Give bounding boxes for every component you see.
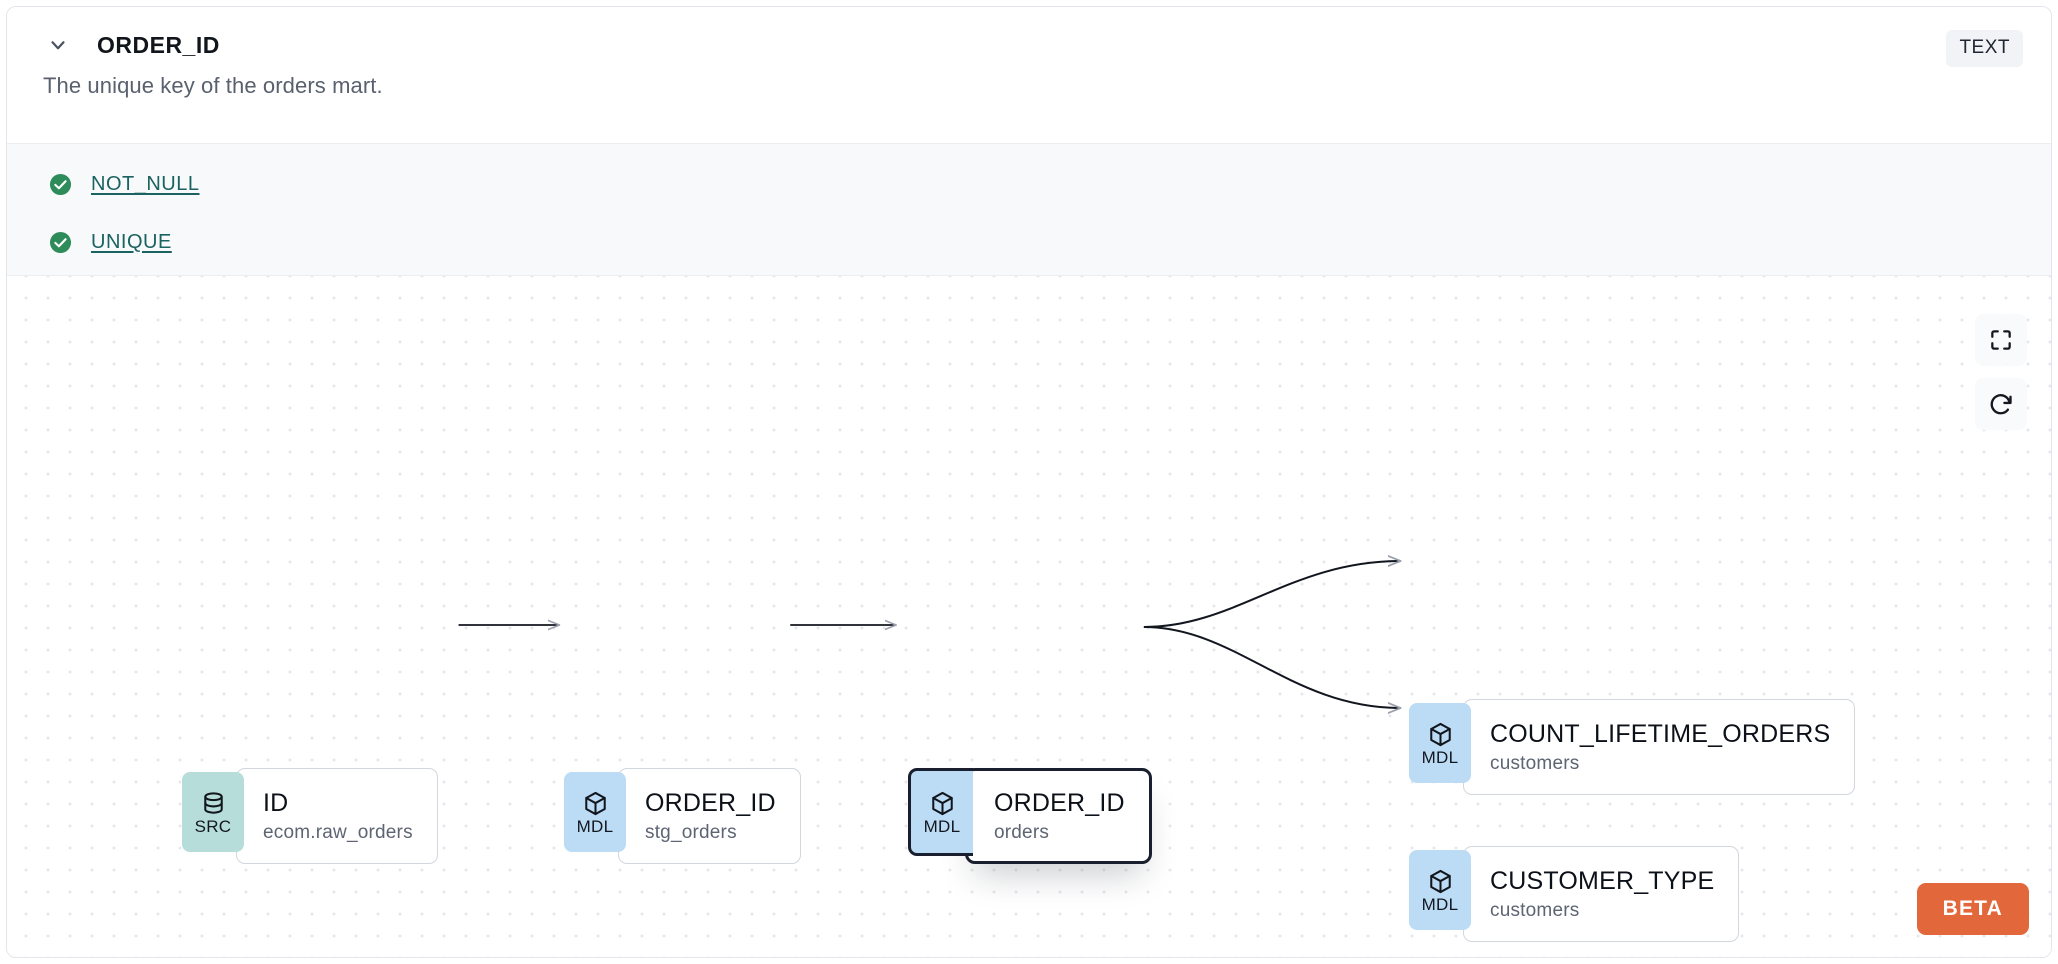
node-body: COUNT_LIFETIME_ORDERS customers [1463, 699, 1856, 795]
cube-icon [1429, 722, 1451, 746]
node-badge-label: SRC [194, 816, 232, 836]
fit-view-icon [1991, 330, 2011, 350]
column-type-badge: TEXT [1946, 30, 2023, 67]
canvas-controls [1975, 314, 2027, 430]
node-model-name: customers [1490, 900, 1580, 922]
edge-orders-to-customer-type [1143, 626, 1401, 708]
page-title: ORDER_ID [97, 31, 220, 58]
node-column-name: ORDER_ID [994, 788, 1125, 817]
node-column-name: COUNT_LIFETIME_ORDERS [1490, 719, 1831, 748]
node-badge-mdl: MDL [908, 768, 973, 856]
node-body: ORDER_ID stg_orders [618, 768, 801, 864]
node-column-name: ORDER_ID [645, 788, 776, 817]
test-row: NOT_NULL [49, 162, 2051, 206]
lineage-node-mdl-stg-orders[interactable]: MDL ORDER_ID stg_orders [564, 768, 801, 864]
node-badge-label: MDL [576, 816, 614, 836]
node-badge-label: MDL [1421, 747, 1459, 767]
node-badge-mdl: MDL [1409, 850, 1471, 930]
node-body: CUSTOMER_TYPE customers [1463, 846, 1740, 942]
node-column-name: CUSTOMER_TYPE [1490, 866, 1715, 895]
lineage-node-mdl-orders[interactable]: MDL ORDER_ID orders [908, 768, 1152, 864]
test-link-unique[interactable]: UNIQUE [91, 230, 172, 253]
cube-icon [931, 791, 953, 815]
edge-orders-to-count-lifetime [1143, 561, 1401, 628]
tests-section: NOT_NULL UNIQUE [7, 143, 2051, 276]
node-badge-mdl: MDL [1409, 703, 1471, 783]
cube-icon [1429, 869, 1451, 893]
lineage-node-mdl-customer-type[interactable]: MDL CUSTOMER_TYPE customers [1409, 846, 1740, 942]
node-badge-label: MDL [1421, 894, 1459, 914]
check-circle-icon [49, 231, 72, 253]
node-model-name: stg_orders [645, 822, 737, 844]
refresh-icon [1990, 393, 2012, 414]
column-description: The unique key of the orders mart. [43, 73, 383, 98]
lineage-node-mdl-count-lifetime-orders[interactable]: MDL COUNT_LIFETIME_ORDERS customers [1409, 699, 1856, 795]
panel-header: ORDER_ID TEXT The unique key of the orde… [7, 7, 2051, 143]
beta-badge[interactable]: BETA [1916, 883, 2029, 935]
refresh-button[interactable] [1975, 378, 2027, 430]
check-circle-icon [49, 173, 72, 195]
cube-icon [584, 791, 606, 815]
node-model-name: customers [1490, 753, 1580, 775]
node-badge-src: SRC [182, 772, 244, 852]
column-detail-panel: ORDER_ID TEXT The unique key of the orde… [6, 6, 2052, 958]
lineage-graph-canvas[interactable]: SRC ID ecom.raw_orders MDL ORDER_ID stg_… [7, 276, 2051, 957]
node-model-name: ecom.raw_orders [263, 822, 413, 844]
fit-view-button[interactable] [1975, 314, 2027, 366]
node-body: ID ecom.raw_orders [236, 768, 438, 864]
test-link-not-null[interactable]: NOT_NULL [91, 172, 200, 195]
node-badge-mdl: MDL [564, 772, 626, 852]
node-column-name: ID [263, 788, 289, 817]
node-model-name: orders [994, 822, 1050, 844]
node-body: ORDER_ID orders [965, 768, 1152, 864]
lineage-node-src-id[interactable]: SRC ID ecom.raw_orders [182, 768, 438, 864]
node-badge-label: MDL [923, 816, 961, 836]
chevron-down-icon[interactable] [43, 30, 73, 60]
test-row: UNIQUE [49, 220, 2051, 264]
database-icon [203, 791, 223, 814]
